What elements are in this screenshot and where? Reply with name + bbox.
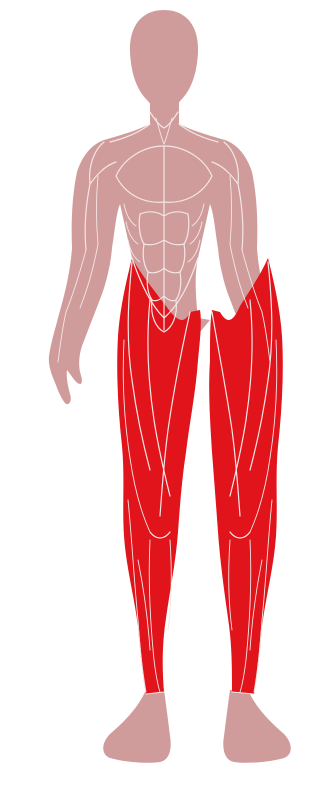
right-foot bbox=[223, 690, 290, 763]
highlighted-legs bbox=[117, 258, 283, 694]
left-leg bbox=[117, 258, 201, 694]
head bbox=[130, 10, 198, 111]
left-foot bbox=[103, 690, 170, 763]
